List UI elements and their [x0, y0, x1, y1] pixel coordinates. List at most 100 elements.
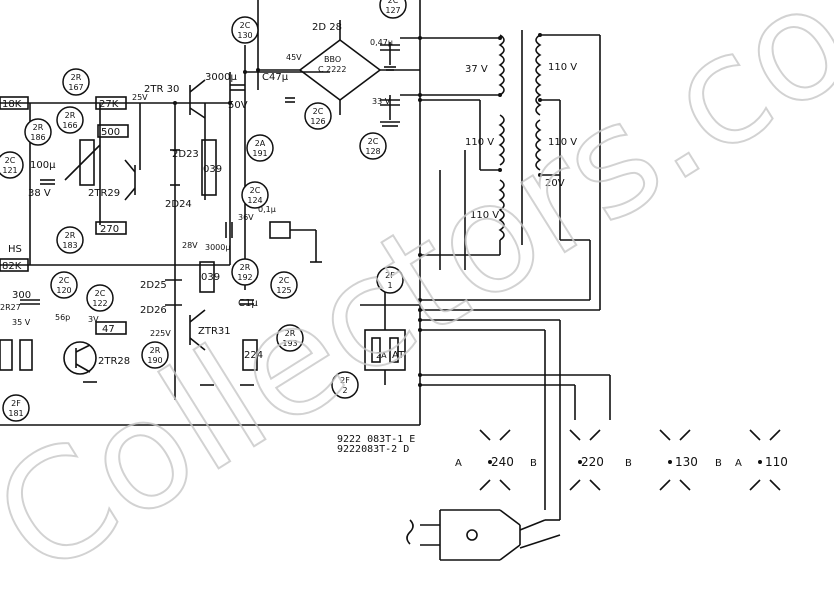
ref-circle-text: 1	[387, 281, 392, 290]
label-d24: 2D24	[165, 199, 192, 210]
ref-circle-text: 2C	[368, 137, 379, 146]
label-28v: 28V	[182, 241, 198, 250]
ref-circle-text: 2R	[285, 329, 296, 338]
mains-plug-icon	[466, 529, 478, 541]
ref-circle-text: 192	[237, 273, 252, 282]
ref-circle-text: 130	[237, 31, 252, 40]
ref-circle-text: 2R	[240, 263, 251, 272]
ref-circle-text: 2C	[5, 156, 16, 165]
label-110v-c: 110 V	[548, 137, 577, 148]
ref-circle-text: 126	[310, 117, 325, 126]
label-20v: 20V	[545, 178, 565, 189]
label-27k: 27K	[99, 99, 119, 110]
label-110v-a: 110 V	[548, 62, 577, 73]
label-110v-b: 110 V	[465, 137, 494, 148]
ref-circle-text: 183	[62, 241, 77, 250]
selector-a-2: A	[735, 458, 742, 469]
ref-circle-text: 2R	[71, 73, 82, 82]
ref-circle-text: 2R	[33, 123, 44, 132]
ref-circle-text: 121	[2, 166, 17, 175]
label-bridge-code: C 2222	[318, 65, 347, 74]
label-cap-3000: 3000µ	[205, 72, 237, 83]
label-500: 500	[101, 127, 120, 138]
ref-circle-text: 2C	[313, 107, 324, 116]
label-cap-3000b: 3000µ	[205, 243, 230, 252]
label-cap-047b: 0,47µ	[370, 38, 393, 47]
ref-circle-text: 124	[247, 196, 262, 205]
selector-b-1: B	[530, 458, 537, 469]
label-25v: 25V	[132, 93, 148, 102]
label-56p: 56p	[55, 313, 70, 322]
label-cap-100u: 100µ	[30, 160, 56, 171]
ref-circle-text: 2C	[95, 289, 106, 298]
label-d25: 2D25	[140, 280, 167, 291]
ref-circle-text: 125	[276, 286, 291, 295]
label-2r27: 2R27	[0, 303, 21, 312]
label-fuse-2a: 2A	[376, 351, 387, 360]
label-110v-p: 110 V	[470, 210, 499, 221]
ref-circle-text: 193	[282, 339, 297, 348]
ref-circle-text: 2	[342, 386, 347, 395]
label-cap-36v: 36V	[238, 213, 254, 222]
label-225v: 225V	[150, 329, 171, 338]
ref-circle-text: 2R	[65, 231, 76, 240]
selector-240: 240	[491, 455, 514, 469]
label-d26: 2D26	[140, 305, 167, 316]
label-45v: 45V	[286, 53, 302, 62]
ref-circle-text: 2R	[150, 346, 161, 355]
selector-220: 220	[581, 455, 604, 469]
ref-circle-2f2: 2F2	[331, 371, 359, 399]
label-35v: 35 V	[12, 318, 31, 327]
label-18k: 18K	[2, 99, 22, 110]
label-300: 300	[12, 290, 31, 301]
ref-circle-text: 127	[385, 6, 400, 15]
stamp-line-1: 9222 083T-1 E	[337, 434, 415, 445]
selector-110: 110	[765, 455, 788, 469]
ref-circle-text: 166	[62, 121, 77, 130]
ref-circle-text: 2C	[250, 186, 261, 195]
label-cap-0-1: 0,1µ	[258, 205, 276, 214]
label-bridge-ref: 2D 28	[312, 22, 342, 33]
label-bridge-type: BBO	[324, 55, 341, 64]
ref-circle-text: 2C	[279, 276, 290, 285]
ref-circle-text: 181	[8, 409, 23, 418]
label-hs: HS	[8, 244, 22, 255]
ref-circle-2f1: 2F1	[376, 266, 404, 294]
ref-circle-text: 2R	[65, 111, 76, 120]
ref-circle-text: 2C	[388, 0, 399, 5]
ref-circle-text: 128	[365, 147, 380, 156]
label-cap-38v: 38 V	[28, 188, 51, 199]
label-47: 47	[102, 324, 115, 335]
label-r-039: 039	[203, 164, 222, 175]
label-cap-50v: 50V	[228, 100, 248, 111]
selector-b-2: B	[625, 458, 632, 469]
ref-circle-text: 191	[252, 149, 267, 158]
label-tr28: 2TR28	[98, 356, 130, 367]
ref-circle-text: 2F	[340, 376, 350, 385]
label-tr29: 2TR29	[88, 188, 120, 199]
label-3v: 3V	[88, 315, 99, 324]
label-cap-047: C47µ	[262, 72, 289, 83]
label-d23: 2D23	[172, 149, 199, 160]
label-fuse-at: AT	[392, 350, 405, 361]
label-r-039b: 039	[201, 272, 220, 283]
ref-circle-text: 167	[68, 83, 83, 92]
